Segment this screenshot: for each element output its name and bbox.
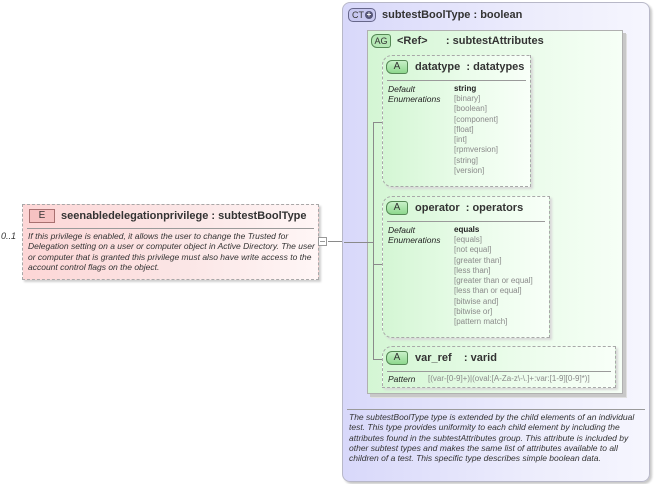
complex-type-description: The subtestBoolType type is extended by … (349, 412, 635, 464)
attribute-title: datatype : datatypes (415, 61, 525, 73)
enumeration-item: [pattern match] (454, 317, 508, 327)
complex-type-badge-icon: CT + (348, 8, 376, 22)
attribute-group-box[interactable]: AG <Ref> : subtestAttributes A datatype … (344, 30, 623, 394)
tree-connector-line (344, 242, 374, 243)
attribute-group-badge-icon: AG (371, 34, 391, 48)
element-badge-icon: E (29, 209, 55, 223)
enumeration-item: [bitwise and] (454, 296, 499, 306)
enumeration-item: [greater than or equal] (454, 276, 533, 286)
default-label: Default (388, 225, 415, 235)
tree-connector-line (373, 264, 383, 265)
plus-icon: + (365, 10, 373, 19)
attribute-properties: Pattern [(var-[0-9]+)|(oval:[A-Za-z\-\.]… (388, 374, 590, 384)
enumeration-item: [binary] (454, 94, 481, 103)
attribute-title: operator : operators (415, 202, 524, 214)
element-header: E seenabledelegationprivilege : subtestB… (29, 208, 307, 224)
complex-type-header: CT + subtestBoolType : boolean (348, 8, 522, 22)
attribute-header: A operator : operators (386, 201, 523, 215)
attribute-var-ref[interactable]: A var_ref : varid Pattern [(var-[0-9]+)|… (382, 346, 616, 388)
attribute-divider (387, 80, 526, 81)
element-box[interactable]: E seenabledelegationprivilege : subtestB… (22, 204, 319, 280)
element-description: If this privilege is enabled, it allows … (28, 231, 315, 272)
pattern-value: [(var-[0-9]+)|(oval:[A-Za-z\-\.]+:var:[1… (428, 374, 590, 383)
enumeration-list: [equals] [not equal] [greater than] [les… (454, 235, 533, 328)
attribute-badge-icon: A (386, 351, 408, 365)
attribute-datatype[interactable]: A datatype : datatypes Default string En… (382, 55, 531, 187)
attribute-title: var_ref : varid (415, 352, 497, 364)
default-value: equals (454, 225, 480, 234)
occurrence-label: 0..1 (1, 231, 17, 241)
tree-connector-line (373, 359, 383, 360)
default-value: string (454, 84, 477, 93)
enumeration-item: [string] (454, 155, 479, 165)
pattern-label: Pattern (388, 374, 416, 384)
enumerations-label: Enumerations (388, 235, 441, 246)
enumeration-item: [not equal] (454, 245, 492, 255)
default-label: Default (388, 84, 415, 94)
attribute-divider (387, 221, 545, 222)
enumeration-item: [less than] (454, 265, 491, 275)
enumeration-item: [int] (454, 135, 467, 145)
enumeration-item: [greater than] (454, 255, 502, 265)
tree-connector-line (373, 122, 383, 123)
enumeration-list: [binary] [boolean] [component] [float] [… (454, 94, 498, 176)
enumeration-item: [rpmversion] (454, 145, 499, 155)
enumeration-item: [less than or equal] (454, 286, 522, 296)
attribute-badge-icon: A (386, 60, 408, 74)
tree-connector-line (373, 122, 374, 360)
enumeration-item: [version] (454, 166, 485, 176)
enumeration-item: [boolean] (454, 104, 487, 114)
collapse-toggle-icon[interactable] (318, 237, 327, 246)
attribute-divider (387, 371, 611, 372)
attribute-badge-icon: A (386, 201, 408, 215)
enumeration-item: [bitwise or] (454, 307, 493, 317)
enumeration-item: [equals] (454, 235, 483, 244)
attribute-properties: Default equals Enumerations (388, 225, 479, 246)
attribute-header: A datatype : datatypes (386, 60, 524, 74)
complex-type-box[interactable]: CT + subtestBoolType : boolean AG <Ref> … (342, 2, 650, 482)
attribute-header: A var_ref : varid (386, 351, 497, 365)
connector-line (328, 241, 342, 242)
attribute-group-title: <Ref> : subtestAttributes (397, 35, 544, 47)
enumeration-item: [component] (454, 114, 499, 124)
complex-type-title: subtestBoolType : boolean (382, 9, 523, 21)
attribute-operator[interactable]: A operator : operators Default equals En… (382, 196, 550, 338)
enumeration-item: [float] (454, 124, 474, 134)
complex-type-badge-label: CT (352, 10, 364, 20)
enumerations-label: Enumerations (388, 94, 441, 105)
attribute-group-header: AG <Ref> : subtestAttributes (371, 34, 544, 48)
element-divider (27, 228, 314, 229)
element-title: seenabledelegationprivilege : subtestBoo… (61, 210, 307, 222)
complex-type-divider (347, 409, 645, 410)
attribute-properties: Default string Enumerations (388, 84, 476, 105)
